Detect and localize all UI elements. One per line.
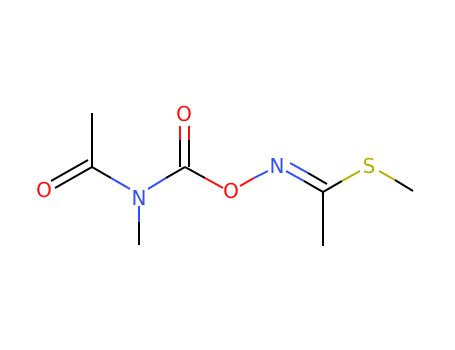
- bond-s1-c7-b: [394, 179, 414, 192]
- bond-c5-s1-a: [322, 180, 343, 193]
- bond-c4-o3-a: [184, 166, 206, 179]
- bond-o3-n2-b: [253, 170, 269, 179]
- bond-n2-c5-second-a: [289, 162, 309, 174]
- atom-label-n2: N: [270, 154, 285, 178]
- atom-label-o1: O: [36, 178, 52, 202]
- atom-label-s1: S: [363, 154, 376, 178]
- bond-n1-c4-b: [165, 166, 186, 179]
- atom-label-o3: O: [223, 179, 239, 203]
- atom-label-o2: O: [176, 102, 192, 126]
- bond-c2-o1-second: [50, 159, 89, 182]
- bond-n1-c4-a: [147, 177, 167, 190]
- bond-c2-o1: [54, 166, 93, 189]
- bond-c4-o3-b: [204, 177, 224, 189]
- bond-o3-n2-a: [239, 177, 255, 187]
- bond-s1-c7-a: [378, 170, 396, 181]
- bond-n2-c5-second-b: [307, 172, 328, 185]
- atom-label-n1: N: [132, 186, 147, 210]
- bond-c2-n1-a: [91, 166, 112, 179]
- bond-c5-s1-b: [341, 170, 361, 182]
- bond-n2-c5-b: [303, 180, 324, 193]
- bond-n2-c5-a: [285, 170, 305, 182]
- bond-c2-n1-b: [110, 177, 131, 190]
